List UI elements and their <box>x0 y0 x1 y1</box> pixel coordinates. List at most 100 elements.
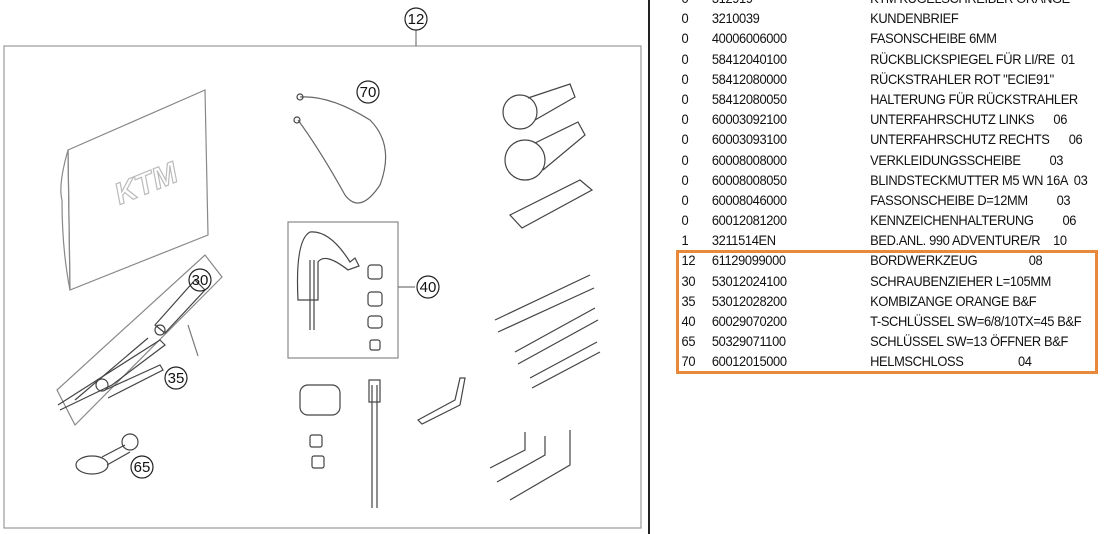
panel-divider <box>648 0 650 534</box>
description-cell: KOMBIZANGE ORANGE B&F <box>870 292 1037 309</box>
quantity-cell: 30 <box>681 272 696 289</box>
socket-and-bits <box>299 377 466 508</box>
description-cell: SCHRAUBENZIEHER L=105MM <box>870 272 1051 289</box>
allen-keys <box>489 430 571 501</box>
description-cell: KTM KUGELSCHREIBER ORANGE <box>870 0 1070 6</box>
parts-row[interactable]: 0 60003092100 UNTERFAHRSCHUTZ LINKS 06 <box>676 109 1081 129</box>
toolkit-exploded-diagram: 12 KTM 30 35 <box>3 7 642 529</box>
part-number-cell: 60003092100 <box>711 111 787 128</box>
parts-row[interactable]: 0 40006006000 FASONSCHEIBE 6MM <box>676 28 1081 48</box>
quantity-cell: 0 <box>681 30 689 47</box>
quantity-cell: 0 <box>681 111 689 128</box>
quantity-cell: 0 <box>681 70 689 87</box>
description-cell: FASSONSCHEIBE D=12MM 03 <box>870 191 1071 208</box>
part-number-cell: 40006006000 <box>711 30 787 47</box>
part-number-cell: 60012081200 <box>711 212 787 229</box>
parts-row[interactable]: 0 58412040100 RÜCKBLICKSPIEGEL FÜR LI/RE 0… <box>676 49 1081 69</box>
ktm-logo: KTM <box>110 156 184 211</box>
description-cell: UNTERFAHRSCHUTZ RECHTS 06 <box>870 131 1083 148</box>
quantity-cell: 0 <box>681 50 689 67</box>
description-cell: BED.ANL. 990 ADVENTURE/R 10 <box>870 232 1067 249</box>
part-number-cell: 60008008000 <box>711 151 787 168</box>
description-cell: FASONSCHEIBE 6MM <box>870 30 997 47</box>
tool-pouch: KTM <box>60 89 209 291</box>
parts-row[interactable]: 1 3211514EN BED.ANL. 990 ADVENTURE/R 10 <box>676 230 1081 250</box>
quantity-cell: 65 <box>681 333 696 350</box>
quantity-cell: 1 <box>681 232 689 249</box>
part-number-cell: 60003093100 <box>711 131 787 148</box>
parts-row[interactable]: 65 50329071100 SCHLÜSSEL SW=13 ÖFFNER B&F <box>676 331 1081 351</box>
parts-list: 0312919KTM KUGELSCHREIBER ORANGE03210039… <box>676 0 1116 372</box>
parts-row[interactable]: 30 53012024100 SCHRAUBENZIEHER L=105MM <box>676 271 1081 291</box>
parts-row[interactable]: 35 53012028200 KOMBIZANGE ORANGE B&F <box>676 291 1081 311</box>
part-number-cell: 60008046000 <box>711 191 787 208</box>
box-wrenches <box>502 83 594 229</box>
part-number-cell: 60012015000 <box>711 353 787 370</box>
open-end-wrenches <box>494 274 601 389</box>
parts-row[interactable]: 0 58412080000 RÜCKSTRAHLER ROT "ECIE91" <box>676 69 1081 89</box>
toolkit-rows-highlight <box>676 250 1098 374</box>
pliers-item <box>57 339 166 411</box>
part-number-cell: 3210039 <box>711 10 760 27</box>
part-number-cell: 58412040100 <box>711 50 787 67</box>
part-number-cell: 60008008050 <box>711 171 787 188</box>
quantity-cell: 0 <box>681 212 689 229</box>
callout-70[interactable]: 70 <box>356 80 380 104</box>
ring-wrench-item <box>75 433 139 475</box>
description-cell: UNTERFAHRSCHUTZ LINKS 06 <box>870 111 1067 128</box>
svg-text:30: 30 <box>192 272 209 289</box>
parts-row[interactable]: 12 61129099000 BORDWERKZEUG 08 <box>676 250 1081 270</box>
parts-row[interactable]: 40 60029070200 T-SCHLÜSSEL SW=6/8/10TX=45 … <box>676 311 1082 331</box>
part-number-cell: 3211514EN <box>711 232 776 249</box>
callout-65[interactable]: 65 <box>130 455 154 479</box>
parts-row[interactable]: 0 312919 KTM KUGELSCHREIBER ORANGE <box>676 0 1081 8</box>
callout-35[interactable]: 35 <box>164 366 188 390</box>
description-cell: T-SCHLÜSSEL SW=6/8/10TX=45 B&F <box>870 313 1082 329</box>
svg-text:65: 65 <box>134 459 151 476</box>
parts-row[interactable]: 0 60012081200 KENNZEICHENHALTERUNG 06 <box>676 210 1081 230</box>
description-cell: BLINDSTECKMUTTER M5 WN 16A 03 <box>870 171 1088 188</box>
callout-30[interactable]: 30 <box>188 268 212 292</box>
parts-row[interactable]: 0 60003093100 UNTERFAHRSCHUTZ RECHTS 06 <box>676 129 1083 149</box>
description-cell: BORDWERKZEUG 08 <box>870 252 1043 269</box>
quantity-cell: 0 <box>681 151 689 168</box>
quantity-cell: 0 <box>681 131 689 148</box>
svg-text:70: 70 <box>360 84 377 101</box>
quantity-cell: 40 <box>681 313 696 329</box>
svg-text:35: 35 <box>168 370 185 387</box>
description-cell: RÜCKSTRAHLER ROT "ECIE91" <box>870 70 1054 87</box>
quantity-cell: 35 <box>681 292 696 309</box>
part-number-cell: 58412080050 <box>711 90 787 107</box>
description-cell: RÜCKBLICKSPIEGEL FÜR LI/RE 01 <box>870 50 1075 67</box>
description-cell: HALTERUNG FÜR RÜCKSTRAHLER <box>870 90 1078 107</box>
part-number-cell: 312919 <box>712 0 753 6</box>
parts-row[interactable]: 0 60008008050 BLINDSTECKMUTTER M5 WN 16A 0… <box>676 170 1088 190</box>
description-cell: HELMSCHLOSS 04 <box>870 353 1032 370</box>
description-cell: VERKLEIDUNGSSCHEIBE 03 <box>870 151 1064 168</box>
t-key-set <box>287 221 415 359</box>
callout-12[interactable]: 12 <box>404 7 428 31</box>
quantity-cell: 0 <box>681 171 689 188</box>
helmet-lock-cable <box>293 93 387 204</box>
quantity-cell: 0 <box>682 0 689 6</box>
description-cell: KENNZEICHENHALTERUNG 06 <box>870 212 1077 229</box>
part-number-cell: 50329071100 <box>711 333 786 350</box>
parts-row[interactable]: 0 60008008000 VERKLEIDUNGSSCHEIBE 03 <box>676 150 1081 170</box>
parts-row[interactable]: 70 60012015000 HELMSCHLOSS 04 <box>676 351 1081 371</box>
diagram-frame <box>3 45 642 529</box>
description-cell: SCHLÜSSEL SW=13 ÖFFNER B&F <box>870 333 1069 350</box>
part-number-cell: 60029070200 <box>711 313 787 329</box>
part-number-cell: 53012024100 <box>711 272 787 289</box>
svg-text:40: 40 <box>420 279 437 296</box>
quantity-cell: 12 <box>681 252 696 269</box>
part-number-cell: 53012028200 <box>711 292 787 309</box>
part-number-cell: 58412080000 <box>711 70 787 87</box>
svg-text:12: 12 <box>408 11 425 28</box>
callout-40[interactable]: 40 <box>416 275 440 299</box>
quantity-cell: 70 <box>681 353 696 370</box>
part-number-cell: 61129099000 <box>711 252 786 269</box>
